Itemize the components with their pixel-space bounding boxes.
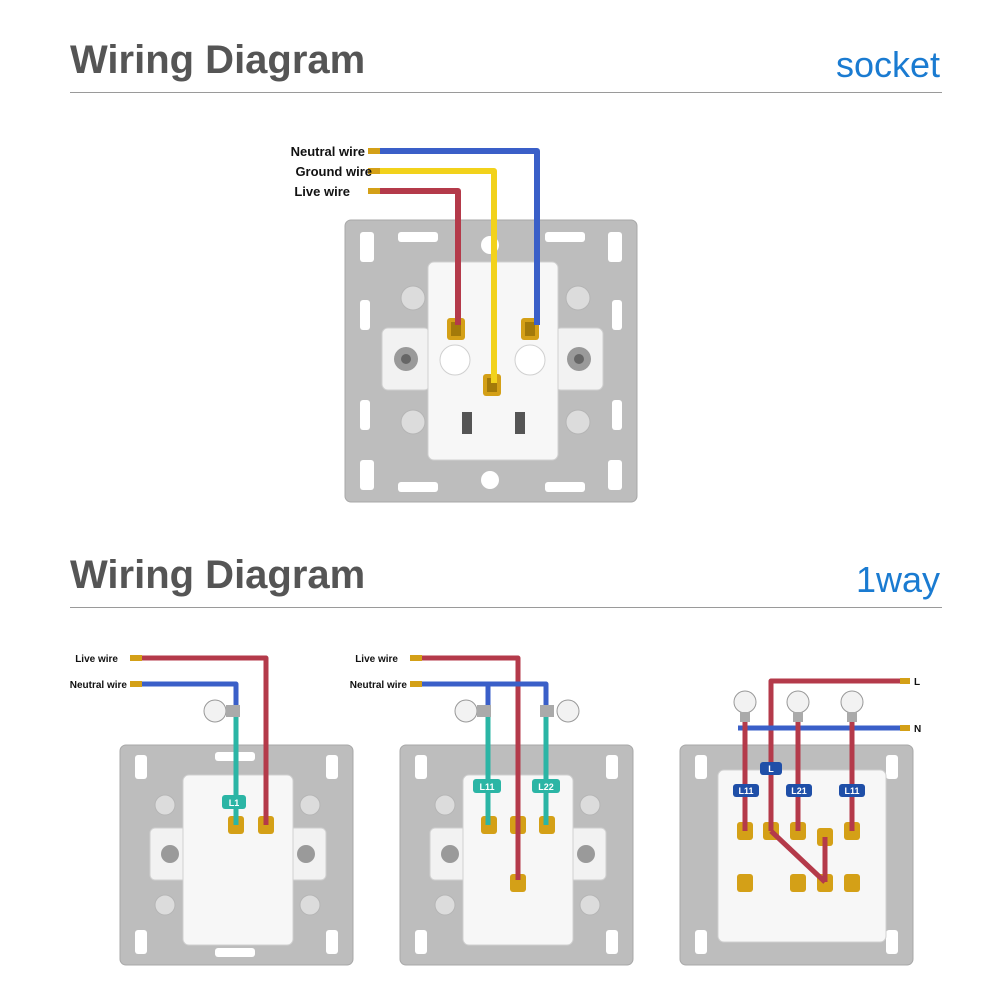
terminal-badge bbox=[760, 762, 782, 775]
lamp-icon bbox=[454, 699, 491, 723]
label-neutral-wire: Neutral wire bbox=[350, 680, 408, 691]
label-line: L bbox=[914, 677, 920, 688]
lamp-icon bbox=[840, 690, 864, 722]
wire-tip-icon bbox=[368, 188, 380, 194]
terminal-label: L11 bbox=[738, 786, 753, 796]
live-wire bbox=[420, 655, 521, 880]
wire-tip-icon bbox=[410, 681, 422, 687]
terminal-badge bbox=[473, 779, 501, 793]
socket-clamp-left bbox=[381, 327, 431, 391]
switch-diagram-triple: L N L L11 L21 L11 bbox=[679, 677, 921, 966]
wire-tip-icon bbox=[130, 655, 142, 661]
lamp-icon bbox=[540, 699, 580, 723]
terminal-badge bbox=[222, 795, 246, 809]
frame-screw-icon bbox=[565, 285, 591, 311]
section-title-socket: Wiring Diagram bbox=[70, 38, 366, 82]
section-tag-socket: socket bbox=[835, 44, 940, 85]
lamp-icon bbox=[786, 690, 810, 722]
socket-clamp-right bbox=[554, 327, 604, 391]
live-wire bbox=[140, 655, 269, 825]
lamp-icon bbox=[733, 690, 757, 722]
label-live-wire: Live wire bbox=[294, 184, 350, 199]
label-neutral: N bbox=[914, 724, 921, 735]
terminal-label: L1 bbox=[229, 798, 240, 808]
socket-diagram: Neutral wire Ground wire Live wire bbox=[291, 144, 638, 503]
label-live-wire: Live wire bbox=[75, 654, 118, 665]
section-divider-socket bbox=[70, 92, 942, 93]
label-live-wire: Live wire bbox=[355, 654, 398, 665]
terminal-badge bbox=[839, 784, 865, 797]
section-title-1way: Wiring Diagram bbox=[70, 553, 366, 597]
ground-wire bbox=[378, 168, 497, 383]
switch-body bbox=[717, 769, 887, 943]
label-neutral-wire: Neutral wire bbox=[70, 680, 128, 691]
switch-diagram-single: Live wire Neutral wire L1 bbox=[70, 654, 354, 966]
lamp-icon bbox=[203, 699, 240, 723]
neutral-wire bbox=[378, 148, 540, 325]
section-tag-1way: 1way bbox=[855, 559, 940, 600]
section-divider-1way bbox=[70, 607, 942, 608]
terminal-label: L21 bbox=[791, 786, 807, 796]
live-wire bbox=[378, 188, 461, 325]
frame-screw-icon bbox=[400, 285, 426, 311]
frame-screw-icon bbox=[400, 409, 426, 435]
wire-tip-icon bbox=[130, 681, 142, 687]
wire-tip-icon bbox=[900, 725, 910, 731]
neutral-wire bbox=[140, 681, 239, 707]
wire-tip-icon bbox=[410, 655, 422, 661]
terminal-label: L bbox=[768, 764, 774, 774]
terminal-label: L22 bbox=[538, 782, 554, 792]
wire-tip-icon bbox=[900, 678, 910, 684]
terminal-badge bbox=[733, 784, 759, 797]
label-ground-wire: Ground wire bbox=[295, 164, 372, 179]
terminal-label: L11 bbox=[479, 782, 494, 792]
frame-screw-icon bbox=[565, 409, 591, 435]
switch-diagram-double: Live wire Neutral wire L11 L22 bbox=[350, 654, 634, 966]
terminal-badge bbox=[532, 779, 560, 793]
neutral-wire bbox=[420, 681, 549, 707]
terminal-badge bbox=[786, 784, 812, 797]
wire-tip-icon bbox=[368, 148, 380, 154]
live-wire bbox=[768, 678, 905, 831]
wire-tip-icon bbox=[368, 168, 380, 174]
label-neutral-wire: Neutral wire bbox=[291, 144, 365, 159]
terminal-label: L11 bbox=[844, 786, 859, 796]
